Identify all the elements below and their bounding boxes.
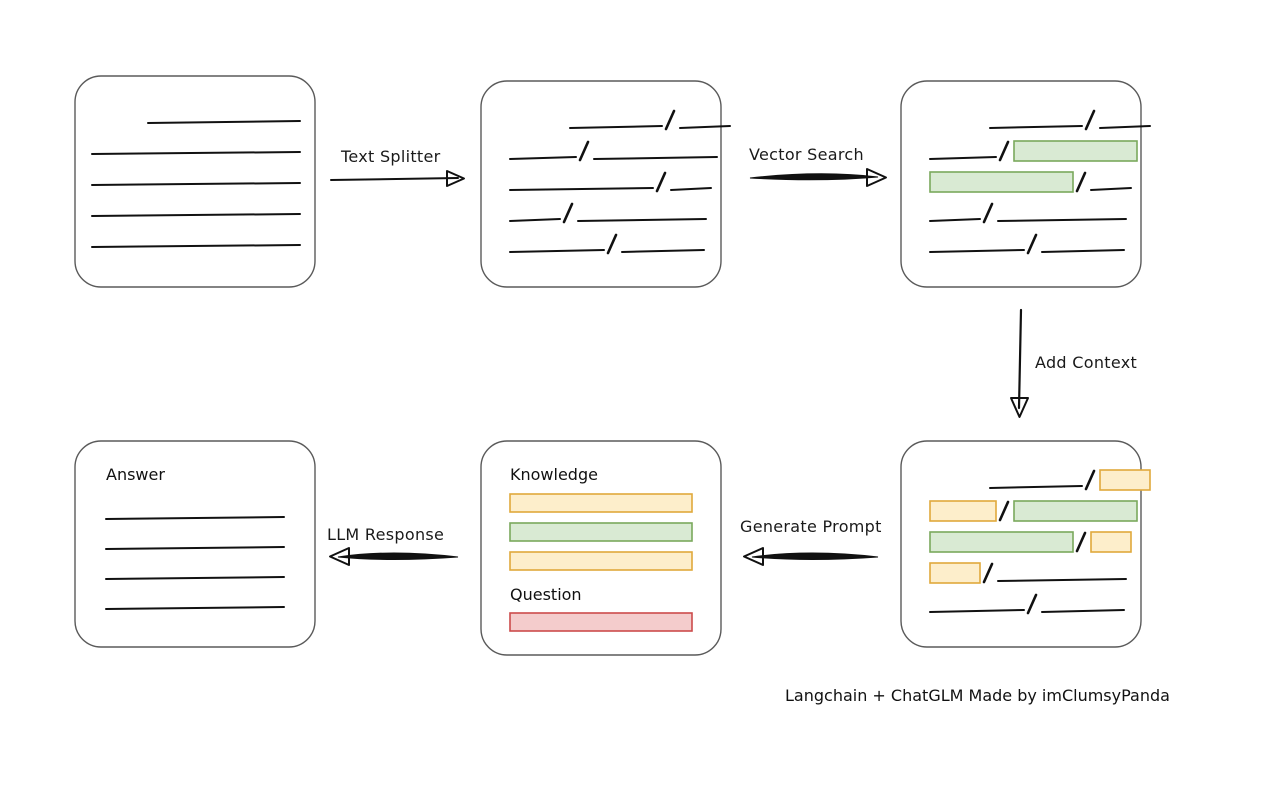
separator-slash xyxy=(1084,469,1096,491)
node-box-outline xyxy=(74,75,316,288)
separator-slash xyxy=(1084,109,1096,131)
text-line xyxy=(509,156,577,160)
arrow-head xyxy=(329,547,350,566)
chunk-chip-yellow xyxy=(1090,531,1132,553)
separator-slash xyxy=(998,140,1010,162)
arrow-generate-prompt xyxy=(743,547,879,566)
answer-heading: Answer xyxy=(106,465,165,484)
arrow-shaft xyxy=(330,177,459,181)
question-bar-red xyxy=(509,612,693,632)
separator-slash xyxy=(578,140,590,162)
arrow-shaft xyxy=(1017,308,1023,410)
text-line xyxy=(989,125,1083,129)
prompt-heading-question: Question xyxy=(510,585,582,604)
arrow-label-generate-prompt: Generate Prompt xyxy=(740,517,882,536)
text-line xyxy=(929,218,981,222)
node-split-chunks[interactable] xyxy=(480,80,722,288)
arrow-head xyxy=(1010,397,1029,418)
text-line xyxy=(105,576,285,580)
separator-slash xyxy=(998,500,1010,522)
arrow-shaft xyxy=(337,552,459,560)
footer-credit: Langchain + ChatGLM Made by imClumsyPand… xyxy=(785,686,1170,705)
chunk-chip-green xyxy=(1013,500,1138,522)
node-rows-context-chunks xyxy=(929,469,1151,615)
text-line xyxy=(670,187,712,191)
chunk-chip-green xyxy=(1013,140,1138,162)
node-box-outline xyxy=(480,80,722,288)
chunk-chip-yellow xyxy=(929,500,997,522)
node-rows-split-chunks xyxy=(509,109,731,255)
text-line xyxy=(997,578,1127,582)
prompt-bars xyxy=(509,493,693,632)
arrow-head xyxy=(866,168,887,187)
arrow-shaft xyxy=(751,552,879,560)
node-contents-layer xyxy=(91,109,1151,632)
text-line xyxy=(509,218,561,222)
arrow-shaft xyxy=(749,173,879,181)
text-line xyxy=(1041,249,1125,253)
separator-slash xyxy=(655,171,667,193)
separator-slash xyxy=(1075,171,1087,193)
text-line xyxy=(91,151,301,155)
arrow-llm-response xyxy=(329,547,459,566)
knowledge-bar-yellow xyxy=(509,493,693,513)
text-line xyxy=(1041,609,1125,613)
arrow-label-text-splitter: Text Splitter xyxy=(341,147,441,166)
text-line xyxy=(929,609,1025,613)
arrow-add-context xyxy=(1010,308,1029,418)
node-rows-source-document xyxy=(91,120,301,248)
arrow-text-splitter xyxy=(330,170,465,187)
knowledge-bar-green xyxy=(509,522,693,542)
arrow-label-add-context: Add Context xyxy=(1035,353,1138,372)
text-line xyxy=(91,244,301,248)
chunk-chip-yellow xyxy=(929,562,981,584)
text-line xyxy=(105,516,285,520)
text-line xyxy=(997,218,1127,222)
prompt-heading-knowledge: Knowledge xyxy=(510,465,598,484)
text-line xyxy=(1090,187,1132,191)
text-line xyxy=(593,156,718,160)
arrow-head xyxy=(446,170,465,187)
text-line xyxy=(147,120,301,124)
text-line xyxy=(929,249,1025,253)
node-rows-answer xyxy=(105,516,285,610)
node-answer[interactable] xyxy=(74,440,316,648)
separator-slash xyxy=(982,202,994,224)
chunk-chip-green xyxy=(929,171,1074,193)
text-line xyxy=(679,125,731,129)
text-line xyxy=(1099,125,1151,129)
separator-slash xyxy=(664,109,676,131)
text-line xyxy=(105,606,285,610)
arrow-vector-search xyxy=(749,168,887,187)
text-line xyxy=(91,213,301,217)
separator-slash xyxy=(1075,531,1087,553)
knowledge-bar-yellow xyxy=(509,551,693,571)
separator-slash xyxy=(562,202,574,224)
node-source-document[interactable] xyxy=(74,75,316,288)
text-line xyxy=(569,125,663,129)
text-line xyxy=(929,156,997,160)
node-rows-vector-matched-chunks xyxy=(929,109,1151,255)
chunk-chip-yellow xyxy=(1099,469,1151,491)
text-line xyxy=(91,182,301,186)
text-line xyxy=(105,546,285,550)
arrow-label-vector-search: Vector Search xyxy=(749,145,864,164)
separator-slash xyxy=(606,233,618,255)
arrow-label-llm-response: LLM Response xyxy=(327,525,445,544)
separator-slash xyxy=(982,562,994,584)
separator-slash xyxy=(1026,233,1038,255)
node-box-outline xyxy=(74,440,316,648)
arrow-head xyxy=(743,547,764,566)
text-line xyxy=(509,249,605,253)
chunk-chip-green xyxy=(929,531,1074,553)
text-line xyxy=(621,249,705,253)
text-line xyxy=(577,218,707,222)
separator-slash xyxy=(1026,593,1038,615)
text-line xyxy=(509,187,654,191)
text-line xyxy=(989,485,1083,489)
